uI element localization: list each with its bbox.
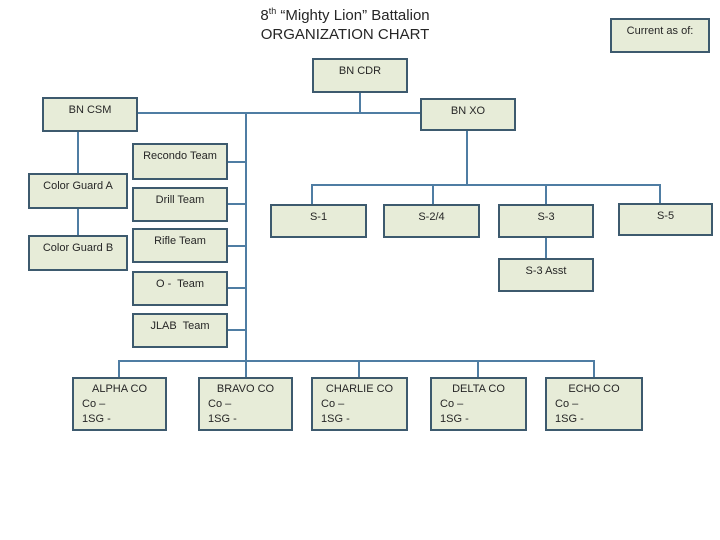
org-node-label: Color Guard B bbox=[42, 242, 114, 254]
connector-staff-bus bbox=[311, 184, 661, 186]
org-node-color-guard-b[interactable]: Color Guard B bbox=[28, 235, 128, 271]
connector-echo-drop bbox=[593, 360, 595, 377]
org-node-alpha-co[interactable]: ALPHA CO Co – 1SG - bbox=[72, 377, 167, 431]
connector-s2-4-drop bbox=[432, 184, 434, 204]
company-1sg-line: 1SG - bbox=[208, 413, 237, 425]
org-node-bn-cdr[interactable]: BN CDR bbox=[312, 58, 408, 93]
org-node-label: Drill Team bbox=[155, 194, 205, 206]
company-co-line: Co – bbox=[208, 398, 232, 410]
org-node-label: BN CSM bbox=[68, 104, 112, 116]
company-name: ECHO CO bbox=[568, 383, 620, 395]
org-node-s5[interactable]: S-5 bbox=[618, 203, 713, 236]
org-node-label: S-3 Asst bbox=[525, 265, 567, 277]
current-as-of-box[interactable]: Current as of: bbox=[610, 18, 710, 53]
org-node-label: S-1 bbox=[309, 211, 328, 223]
org-node-delta-co[interactable]: DELTA CO Co – 1SG - bbox=[430, 377, 527, 431]
company-1sg-line: 1SG - bbox=[82, 413, 111, 425]
org-node-s2-4[interactable]: S-2/4 bbox=[383, 204, 480, 238]
org-node-o-team[interactable]: O - Team bbox=[132, 271, 228, 306]
connector-csm-xo-bus bbox=[138, 112, 420, 114]
company-co-line: Co – bbox=[82, 398, 106, 410]
org-node-label: BN XO bbox=[450, 105, 486, 117]
page-title-line2: ORGANIZATION CHART bbox=[260, 26, 430, 43]
connector-drill-spine bbox=[228, 203, 246, 205]
org-node-s3-asst[interactable]: S-3 Asst bbox=[498, 258, 594, 292]
company-co-line: Co – bbox=[555, 398, 579, 410]
connector-csm-colorguard-a bbox=[77, 132, 79, 173]
page-title: 8th “Mighty Lion” Battalion ORGANIZATION… bbox=[0, 6, 690, 44]
connector-s5-drop bbox=[659, 184, 661, 203]
connector-s3-asst-drop bbox=[545, 238, 547, 258]
company-name: BRAVO CO bbox=[216, 383, 275, 395]
org-node-label: JLAB Team bbox=[150, 320, 210, 332]
connector-colorguard-a-b bbox=[77, 209, 79, 235]
org-node-label: O - Team bbox=[155, 278, 205, 290]
company-1sg-line: 1SG - bbox=[555, 413, 584, 425]
connector-s1-drop bbox=[311, 184, 313, 204]
company-name: DELTA CO bbox=[452, 383, 505, 395]
org-node-drill-team[interactable]: Drill Team bbox=[132, 187, 228, 222]
org-node-rifle-team[interactable]: Rifle Team bbox=[132, 228, 228, 263]
org-node-bn-csm[interactable]: BN CSM bbox=[42, 97, 138, 132]
page-title-line1: 8th “Mighty Lion” Battalion bbox=[260, 6, 430, 25]
org-node-charlie-co[interactable]: CHARLIE CO Co – 1SG - bbox=[311, 377, 408, 431]
connector-delta-drop bbox=[477, 360, 479, 377]
org-node-recondo-team[interactable]: Recondo Team bbox=[132, 143, 228, 180]
company-name: CHARLIE CO bbox=[325, 383, 394, 395]
org-node-label: S-2/4 bbox=[418, 211, 445, 223]
company-1sg-line: 1SG - bbox=[321, 413, 350, 425]
connector-s3-drop bbox=[545, 184, 547, 204]
org-node-label: Color Guard A bbox=[43, 180, 113, 192]
connector-jlab-spine bbox=[228, 329, 246, 331]
org-node-label: S-5 bbox=[656, 210, 675, 222]
company-name: ALPHA CO bbox=[91, 383, 148, 395]
connector-oteam-spine bbox=[228, 287, 246, 289]
connector-center-spine bbox=[245, 112, 247, 377]
org-node-s3[interactable]: S-3 bbox=[498, 204, 594, 238]
org-node-bn-xo[interactable]: BN XO bbox=[420, 98, 516, 131]
org-node-label: S-3 bbox=[537, 211, 555, 223]
company-co-line: Co – bbox=[321, 398, 345, 410]
connector-company-bus bbox=[118, 360, 595, 362]
connector-xo-down bbox=[466, 131, 468, 186]
org-node-echo-co[interactable]: ECHO CO Co – 1SG - bbox=[545, 377, 643, 431]
org-node-label: Rifle Team bbox=[154, 235, 206, 247]
org-node-label: Recondo Team bbox=[143, 150, 217, 162]
org-node-label: BN CDR bbox=[338, 65, 382, 77]
org-node-jlab-team[interactable]: JLAB Team bbox=[132, 313, 228, 348]
connector-alpha-drop bbox=[118, 360, 120, 377]
connector-charlie-drop bbox=[358, 360, 360, 377]
org-node-bravo-co[interactable]: BRAVO CO Co – 1SG - bbox=[198, 377, 293, 431]
connector-rifle-spine bbox=[228, 245, 246, 247]
current-as-of-label: Current as of: bbox=[626, 25, 694, 37]
company-1sg-line: 1SG - bbox=[440, 413, 469, 425]
company-co-line: Co – bbox=[440, 398, 464, 410]
connector-bncdr-down bbox=[359, 93, 361, 113]
connector-recondo-spine bbox=[228, 161, 246, 163]
org-node-s1[interactable]: S-1 bbox=[270, 204, 367, 238]
org-node-color-guard-a[interactable]: Color Guard A bbox=[28, 173, 128, 209]
